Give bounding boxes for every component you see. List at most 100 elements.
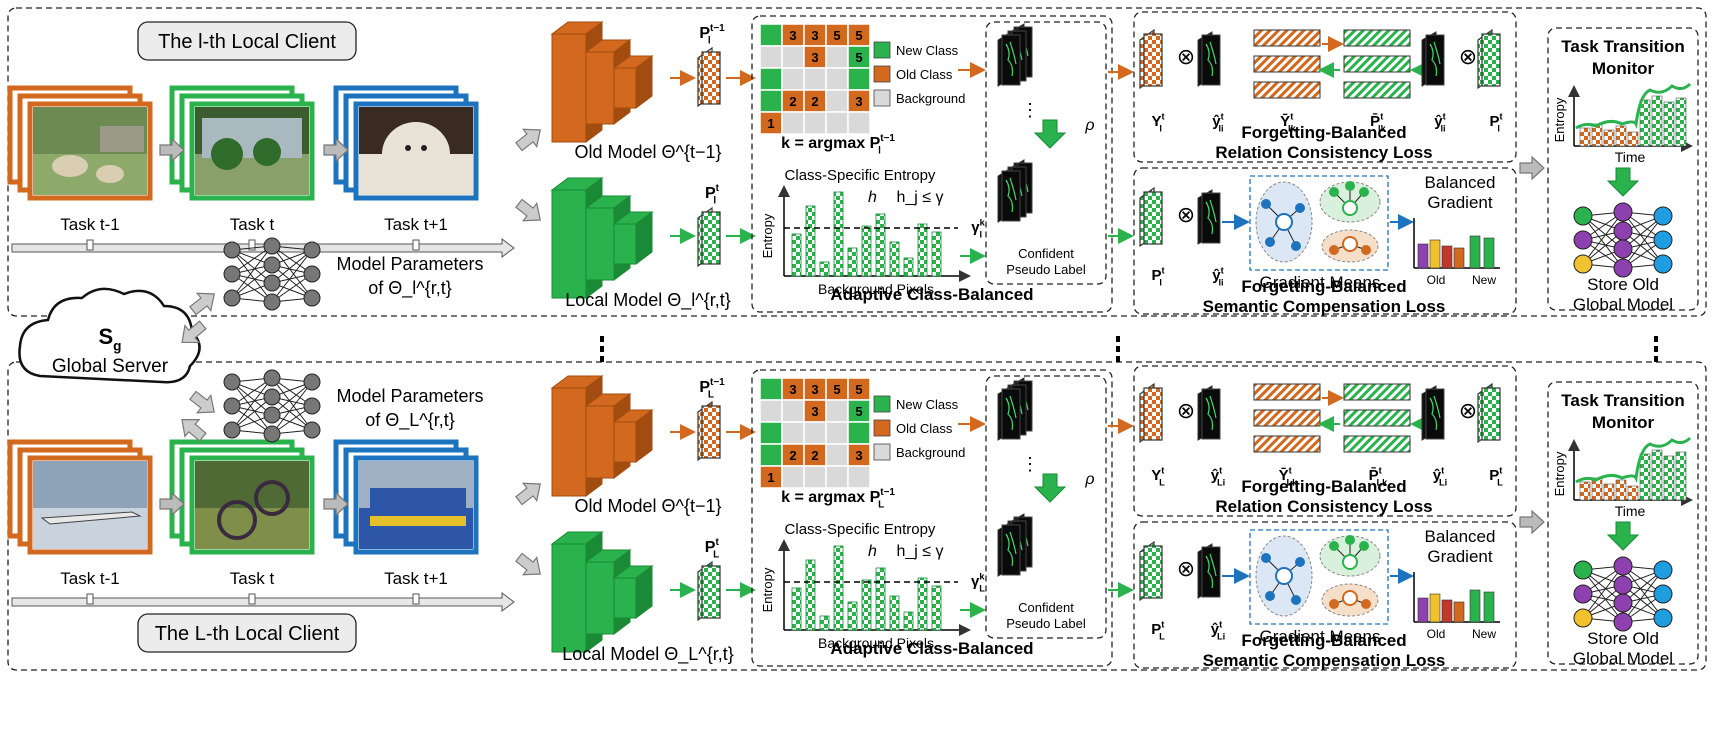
nn-node — [223, 397, 241, 415]
confident-label-box — [985, 21, 1107, 285]
nn-edge — [271, 381, 313, 416]
nn-node — [303, 373, 321, 391]
legend-swatch — [873, 65, 891, 83]
balanced-gradient-title: Balanced — [1425, 527, 1496, 546]
nn-edge — [231, 377, 273, 431]
gradient-mean-node — [1275, 213, 1293, 231]
gradient-bar — [1453, 601, 1465, 623]
semantic-pred-map — [1197, 543, 1221, 599]
nn-node — [1613, 202, 1633, 222]
gradient-mean-node — [1342, 236, 1358, 252]
feature-map-face — [1481, 33, 1501, 87]
cnn-block-front — [551, 543, 587, 653]
grid-cell-value: 3 — [811, 382, 818, 397]
grid-cell-value: 3 — [811, 404, 818, 419]
gradient-node — [1295, 203, 1305, 213]
nn-edge — [231, 249, 273, 284]
nn-edge — [271, 249, 313, 284]
legend-label: New Class — [896, 43, 959, 58]
relation-new-feature — [1343, 55, 1411, 73]
feature-map-face — [701, 51, 721, 105]
gradient-node — [1361, 599, 1371, 609]
store-label: Global Model — [1573, 649, 1673, 668]
grid-cell — [781, 67, 805, 91]
confident-label-text: Confident — [1018, 246, 1074, 261]
confident-down-arrow — [1033, 473, 1067, 503]
relation-loss-title: Forgetting-Balanced — [1241, 477, 1406, 496]
cnn-block-front — [613, 67, 637, 109]
to-local-model-arrow — [515, 552, 541, 576]
grid-cell — [759, 89, 783, 113]
gradient-node — [1295, 557, 1305, 567]
gradient-node — [1345, 181, 1355, 191]
entropy-y-label: Entropy — [760, 567, 775, 612]
entropy-condition: h_j ≤ γ — [896, 189, 943, 206]
relation-old-feature — [1253, 81, 1321, 99]
monitor-bar — [1591, 123, 1603, 147]
ellipsis-dot — [1654, 356, 1658, 362]
cnn-block-front — [613, 421, 637, 463]
confident-label-text: Pseudo Label — [1006, 616, 1086, 631]
nn-node — [1613, 612, 1633, 632]
nn-edge — [231, 245, 273, 299]
sheep-shape — [52, 155, 88, 177]
gradient-mean-node — [1275, 567, 1293, 585]
monitor-bar — [1651, 95, 1663, 147]
otimes-symbol: ⊗ — [1459, 44, 1477, 69]
grid-cell-value: 3 — [789, 382, 796, 397]
gradient-bar — [1441, 599, 1453, 623]
balanced-gradient-title: Balanced — [1425, 173, 1496, 192]
monitor-entropy-line — [1575, 82, 1692, 130]
grid-cell — [781, 421, 805, 445]
cnn-block-front — [585, 207, 615, 281]
semantic-pred-map — [1197, 189, 1221, 245]
grid-cell — [781, 465, 805, 489]
relation-new-feature — [1343, 409, 1411, 427]
entropy-condition: h — [868, 189, 877, 206]
model-params-text: of Θ_L^{r,t} — [365, 410, 455, 431]
relation-loss-box — [1133, 11, 1517, 163]
to-old-model-arrow — [515, 482, 541, 506]
entropy-condition: h — [868, 543, 877, 560]
gradient-node — [1291, 595, 1301, 605]
relation-new-map — [1477, 382, 1501, 444]
old-model-cnn — [550, 375, 654, 497]
nn-node — [1653, 608, 1673, 628]
nn-node — [263, 406, 281, 424]
entropy-bar — [847, 247, 858, 277]
segment-trace — [1005, 177, 1017, 213]
server-symbol: Sg — [98, 324, 121, 354]
gradient-bar — [1429, 239, 1441, 269]
feature-map-face — [1143, 191, 1163, 245]
grid-cell — [825, 399, 849, 423]
nn-node — [263, 425, 281, 443]
gradient-bar — [1483, 237, 1495, 269]
entropy-bar — [931, 231, 942, 277]
entropy-x-label: Background Pixels — [818, 281, 934, 297]
old-model-label: Old Model Θ^{t−1} — [574, 142, 721, 162]
task-image-plant — [169, 85, 315, 201]
legend-label: Background — [896, 91, 965, 106]
nn-edge — [1582, 211, 1624, 265]
otimes-symbol: ⊗ — [1177, 398, 1195, 423]
gradient-node — [1265, 237, 1275, 247]
nn-node — [1613, 575, 1633, 595]
segment-trace — [1205, 41, 1217, 77]
confident-down-arrow — [1033, 119, 1067, 149]
bike-wheel — [217, 500, 257, 540]
grid-cell — [825, 465, 849, 489]
grid-cell — [803, 67, 827, 91]
arrow-shape — [181, 320, 207, 344]
relation-loss-title: Relation Consistency Loss — [1215, 497, 1432, 516]
grid-cell — [825, 67, 849, 91]
grid-cell-value: 1 — [767, 470, 774, 485]
monitor-bar — [1651, 449, 1663, 501]
nn-edge — [231, 381, 273, 416]
gradient-mean-node — [1342, 590, 1358, 606]
